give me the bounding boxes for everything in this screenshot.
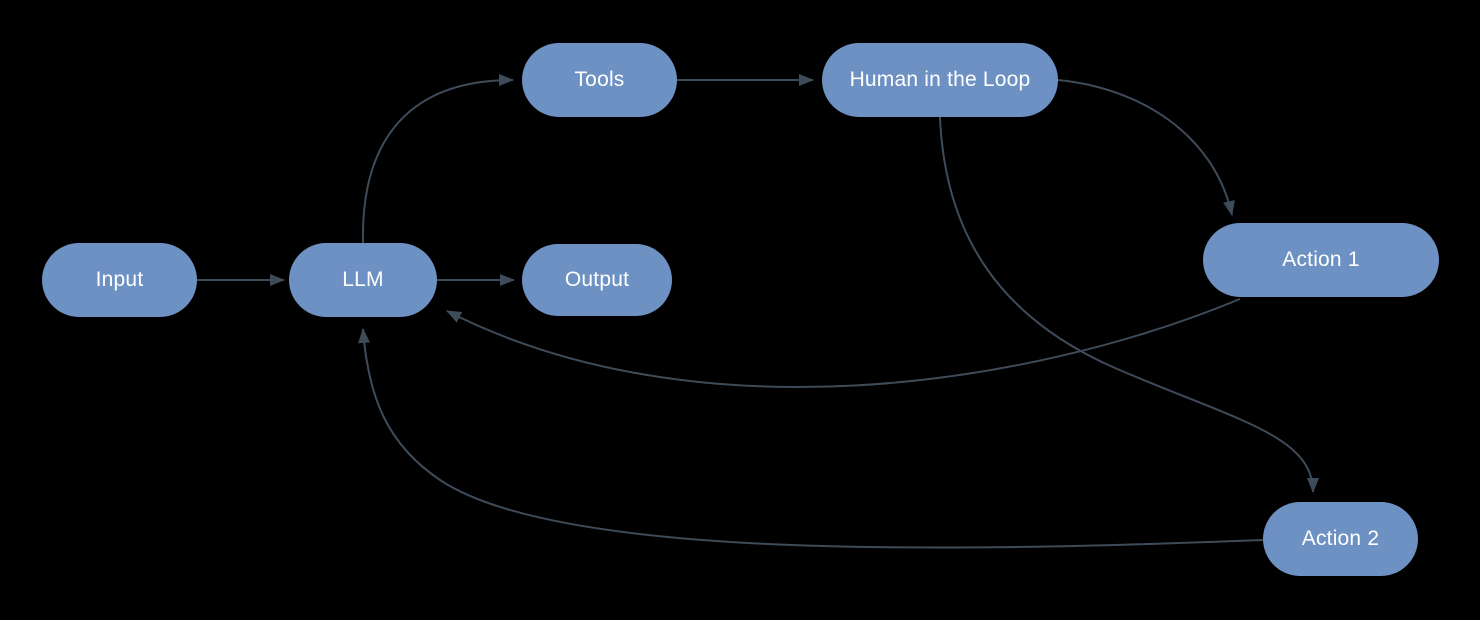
node-human-in-the-loop[interactable]: Human in the Loop: [822, 43, 1058, 117]
node-action-2[interactable]: Action 2: [1263, 502, 1418, 576]
edge-hitl-action2: [939, 116, 1319, 493]
node-human-in-the-loop-label: Human in the Loop: [849, 68, 1031, 91]
edge-hitl-action1: [1057, 79, 1235, 216]
node-llm[interactable]: LLM: [289, 243, 437, 317]
node-output[interactable]: Output: [522, 244, 672, 316]
edge-llm-tools: [361, 74, 514, 244]
node-input[interactable]: Input: [42, 243, 197, 317]
node-llm-label: LLM: [342, 268, 384, 291]
node-action-1-label: Action 1: [1282, 248, 1360, 271]
node-tools-label: Tools: [574, 68, 625, 91]
node-output-label: Output: [564, 268, 630, 291]
node-action-2-label: Action 2: [1301, 527, 1380, 550]
node-input-label: Input: [95, 268, 144, 291]
edge-action2-llm: [358, 328, 1264, 549]
node-action-1[interactable]: Action 1: [1203, 223, 1439, 297]
edge-action1-llm: [446, 298, 1241, 389]
node-tools[interactable]: Tools: [522, 43, 677, 117]
